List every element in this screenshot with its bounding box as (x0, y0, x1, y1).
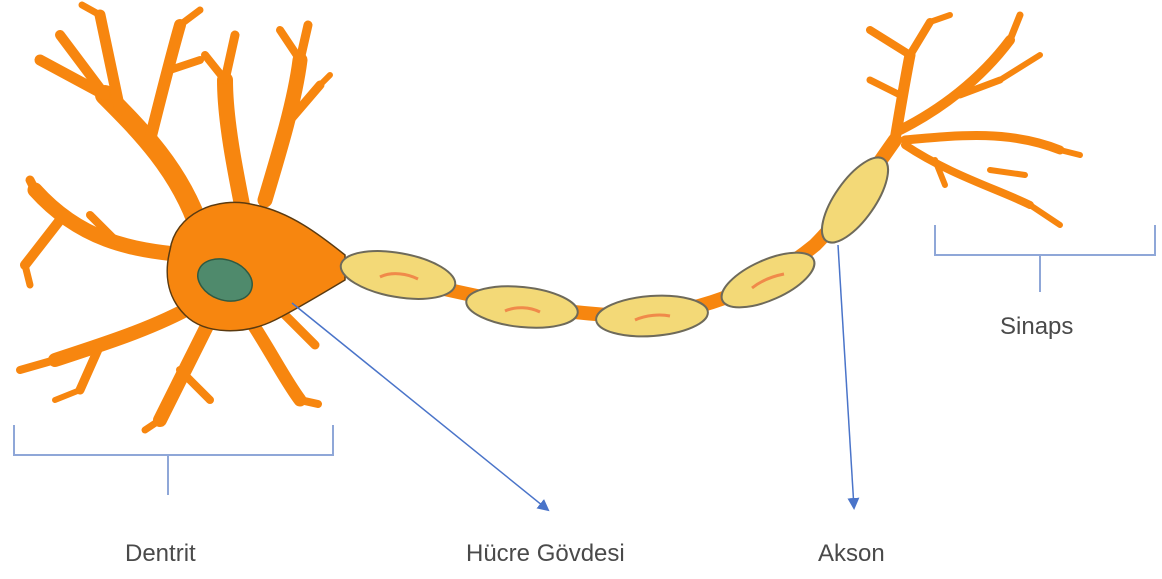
myelin-segment (714, 241, 822, 318)
dendrite-bracket (14, 425, 333, 495)
myelin-segment (810, 148, 900, 253)
cell-body-pointer-arrow (292, 303, 548, 510)
axon-terminals (870, 15, 1080, 225)
myelin-segment (337, 243, 459, 306)
cell-body (167, 202, 345, 330)
myelin-segment (595, 292, 710, 340)
synapse-label: Sinaps (1000, 313, 1073, 341)
axon-pointer-arrow (838, 245, 854, 508)
cell-body-label: Hücre Gövdesi (466, 540, 625, 568)
synapse-bracket (935, 225, 1155, 292)
myelin-segment (464, 281, 580, 332)
axon-label: Akson (818, 540, 885, 568)
dendrite-label: Dentrit (125, 540, 196, 568)
